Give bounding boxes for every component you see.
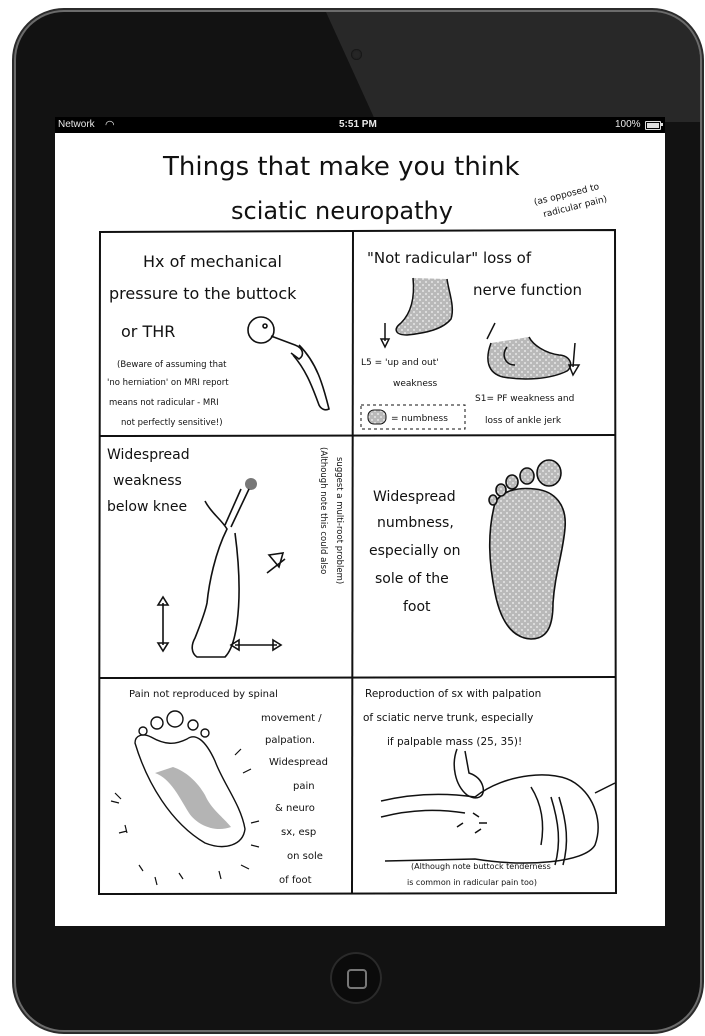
leg-weakness-icon bbox=[156, 478, 286, 658]
p2-l5-line2: weakness bbox=[393, 379, 438, 389]
foot-s1-icon bbox=[486, 322, 581, 380]
p5-line5: pain bbox=[293, 781, 315, 792]
p3-heading-line2: weakness bbox=[113, 473, 182, 489]
panel-grid bbox=[97, 228, 618, 896]
p3-side-line1: (Although note this could also bbox=[318, 447, 328, 574]
battery-percent: 100% bbox=[615, 119, 641, 130]
p4-line5: foot bbox=[403, 599, 431, 615]
p1-note-line4: not perfectly sensitive!) bbox=[121, 418, 223, 428]
p2-s1-line2: loss of ankle jerk bbox=[485, 416, 562, 426]
p5-line8: on sole bbox=[287, 851, 323, 862]
p2-l5-line1: L5 = 'up and out' bbox=[361, 358, 439, 368]
panel-palpation: Reproduction of sx with palpation of sci… bbox=[363, 688, 616, 887]
clock: 5:51 PM bbox=[339, 119, 377, 130]
numbness-swatch bbox=[367, 409, 387, 425]
p5-line4: Widespread bbox=[269, 757, 328, 768]
foot-pain-icon bbox=[134, 710, 246, 848]
p6-line2: of sciatic nerve trunk, especially bbox=[363, 712, 533, 724]
home-square-icon bbox=[347, 969, 367, 989]
network-label: Network bbox=[58, 119, 95, 130]
pain-marks bbox=[110, 748, 260, 886]
panel-pain-not-reproduced: Pain not reproduced by spinal movement /… bbox=[110, 689, 328, 886]
p5-line3: palpation. bbox=[265, 735, 315, 746]
panel-widespread-numbness: Widespread numbness, especially on sole … bbox=[369, 459, 566, 640]
battery-icon bbox=[645, 121, 661, 130]
p3-heading-line1: Widespread bbox=[107, 447, 190, 463]
hip-prosthesis-icon bbox=[247, 316, 330, 411]
wifi-icon: ◠ bbox=[105, 119, 115, 131]
p2-legend-label: = numbness bbox=[391, 414, 448, 424]
p1-note-line1: (Beware of assuming that bbox=[117, 360, 227, 370]
p5-line9: of foot bbox=[279, 875, 312, 886]
p4-line3: especially on bbox=[369, 543, 461, 559]
p4-line4: sole of the bbox=[375, 571, 449, 587]
foot-l5-icon bbox=[379, 277, 454, 349]
sketch-canvas: Things that make you think sciatic neuro… bbox=[97, 152, 618, 896]
p1-heading-line2: pressure to the buttock bbox=[109, 284, 297, 303]
p1-heading-line1: Hx of mechanical bbox=[143, 252, 282, 271]
p4-line1: Widespread bbox=[373, 489, 456, 505]
p6-line1: Reproduction of sx with palpation bbox=[365, 688, 541, 700]
p1-note-line2: 'no herniation' on MRI report bbox=[107, 378, 229, 388]
panel-not-radicular: "Not radicular" loss of nerve function L… bbox=[360, 249, 582, 430]
p5-line2: movement / bbox=[261, 713, 322, 724]
panel-mechanical-pressure: Hx of mechanical pressure to the buttock… bbox=[107, 252, 330, 428]
image-viewer[interactable]: Things that make you think sciatic neuro… bbox=[55, 133, 665, 926]
panel-widespread-weakness: Widespread weakness below knee (Although… bbox=[107, 447, 344, 658]
p6-note-line1: (Although note buttock tenderness bbox=[411, 862, 551, 871]
sole-numbness-icon bbox=[488, 459, 566, 640]
p2-heading-line1: "Not radicular" loss of bbox=[367, 249, 532, 267]
sketch-title-line2: sciatic neuropathy bbox=[231, 197, 453, 225]
p2-heading-line2: nerve function bbox=[473, 281, 582, 299]
p3-heading-line3: below knee bbox=[107, 499, 187, 515]
numbness-legend-box bbox=[360, 404, 466, 430]
battery-tip bbox=[661, 123, 663, 126]
p4-line2: numbness, bbox=[377, 515, 454, 531]
p5-line1: Pain not reproduced by spinal bbox=[129, 689, 278, 700]
p6-line3: if palpable mass (25, 35)! bbox=[387, 736, 522, 748]
home-button[interactable] bbox=[330, 952, 382, 1004]
status-bar: Network ◠ 5:51 PM 100% bbox=[55, 117, 665, 133]
p1-heading-line3: or THR bbox=[121, 322, 175, 341]
p5-line7: sx, esp bbox=[281, 827, 316, 838]
p2-s1-line1: S1= PF weakness and bbox=[475, 394, 574, 404]
p6-note-line2: is common in radicular pain too) bbox=[407, 878, 537, 887]
buttock-palpation-icon bbox=[380, 748, 616, 866]
p3-side-line2: suggest a multi-root problem) bbox=[334, 457, 344, 584]
p5-line6: & neuro bbox=[275, 803, 315, 814]
sketch-title-line1: Things that make you think bbox=[162, 152, 520, 182]
p1-note-line3: means not radicular - MRI bbox=[109, 398, 219, 408]
front-camera bbox=[351, 49, 362, 60]
